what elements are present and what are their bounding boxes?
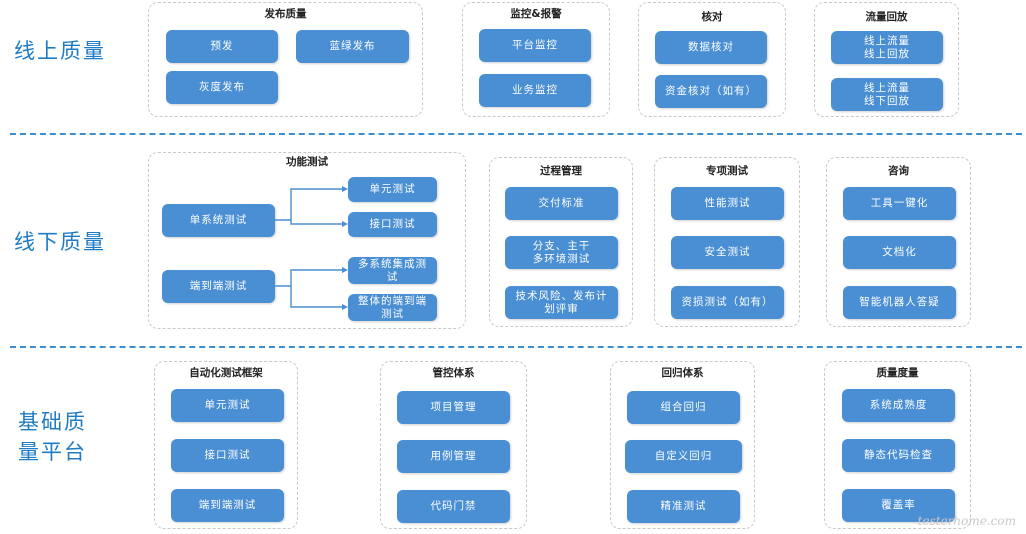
group-special-testing: 专项测试 性能测试 安全测试 资损测试（如有） — [654, 157, 800, 327]
diagram-node: 文档化 — [843, 236, 956, 269]
diagram-node: 数据核对 — [655, 31, 767, 64]
diagram-node: 安全测试 — [671, 236, 784, 269]
row-label-platform-line1: 基础质 — [18, 410, 87, 434]
diagram-node: 单元测试 — [171, 389, 284, 422]
diagram-node: 分支、主干 多环境测试 — [505, 236, 618, 269]
diagram-node: 预发 — [166, 30, 278, 63]
divider-top — [10, 133, 1022, 135]
group-title: 监控&报警 — [510, 8, 562, 20]
diagram-node: 端到端测试 — [171, 489, 284, 522]
row-label-online-quality: 线上质量 — [14, 39, 106, 63]
diagram-node: 组合回归 — [627, 391, 740, 424]
diagram-node: 单系统测试 — [162, 204, 275, 237]
diagram-node: 工具一键化 — [843, 187, 956, 220]
group-quality-metrics: 质量度量 系统成熟度 静态代码检查 覆盖率 — [824, 361, 971, 529]
row-label-offline-quality: 线下质量 — [14, 230, 106, 254]
diagram-node: 多系统集成测 试 — [348, 257, 437, 284]
group-title: 质量度量 — [876, 367, 919, 379]
diagram-node: 单元测试 — [348, 177, 437, 202]
diagram-node: 蓝绿发布 — [296, 30, 409, 63]
diagram-node: 静态代码检查 — [842, 439, 955, 472]
group-control-system: 管控体系 项目管理 用例管理 代码门禁 — [380, 361, 527, 529]
diagram-node: 灰度发布 — [166, 71, 278, 104]
diagram-node: 项目管理 — [397, 391, 510, 424]
group-monitoring-alert: 监控&报警 平台监控 业务监控 — [462, 2, 610, 117]
group-reconciliation: 核对 数据核对 资金核对（如有） — [638, 2, 786, 117]
group-title: 功能测试 — [286, 156, 328, 168]
diagram-node: 线上流量 线下回放 — [831, 78, 943, 111]
group-title: 流量回放 — [865, 11, 908, 23]
diagram-node: 整体的端到端 测试 — [348, 294, 437, 321]
diagram-node: 端到端测试 — [162, 270, 275, 303]
diagram-node: 智能机器人答疑 — [843, 286, 956, 319]
diagram-node: 覆盖率 — [842, 489, 955, 522]
group-title: 发布质量 — [264, 8, 307, 20]
group-regression-system: 回归体系 组合回归 自定义回归 精准测试 — [610, 361, 755, 529]
group-title: 过程管理 — [540, 165, 582, 177]
diagram-node: 线上流量 线上回放 — [831, 31, 943, 64]
diagram-node: 自定义回归 — [625, 440, 742, 473]
group-process-management: 过程管理 交付标准 分支、主干 多环境测试 技术风险、发布计 划评审 — [489, 157, 633, 327]
divider-bottom — [10, 346, 1022, 348]
diagram-node: 性能测试 — [671, 187, 784, 220]
diagram-node: 资金核对（如有） — [655, 75, 767, 108]
diagram-node: 代码门禁 — [397, 490, 510, 523]
group-title: 核对 — [701, 11, 723, 23]
diagram-node: 系统成熟度 — [842, 389, 955, 422]
group-consulting: 咨询 工具一键化 文档化 智能机器人答疑 — [826, 157, 971, 327]
diagram-node: 资损测试（如有） — [671, 286, 784, 319]
diagram-node: 交付标准 — [505, 187, 618, 220]
diagram-node: 接口测试 — [348, 212, 437, 237]
diagram-node: 业务监控 — [479, 74, 591, 107]
group-title: 专项测试 — [706, 165, 748, 177]
diagram-node: 用例管理 — [397, 440, 510, 473]
group-title: 回归体系 — [661, 367, 704, 379]
group-automation-framework: 自动化测试框架 单元测试 接口测试 端到端测试 — [154, 361, 298, 529]
diagram-node: 技术风险、发布计 划评审 — [505, 286, 618, 319]
group-title: 咨询 — [888, 165, 909, 177]
group-functional-testing: 功能测试 单系统测试 单元测试 接口测试 端到端测试 多系统集成测 试 整体的端… — [148, 152, 466, 329]
group-title: 自动化测试框架 — [189, 367, 263, 379]
row-label-platform-line2: 量平台 — [18, 440, 87, 464]
group-traffic-replay: 流量回放 线上流量 线上回放 线上流量 线下回放 — [814, 2, 959, 117]
diagram-node: 精准测试 — [627, 490, 740, 523]
diagram-node: 接口测试 — [171, 439, 284, 472]
group-title: 管控体系 — [432, 367, 475, 379]
watermark: testerhome.com — [917, 514, 1016, 528]
diagram-node: 平台监控 — [479, 29, 591, 62]
group-release-quality: 发布质量 预发 蓝绿发布 灰度发布 — [148, 2, 423, 117]
